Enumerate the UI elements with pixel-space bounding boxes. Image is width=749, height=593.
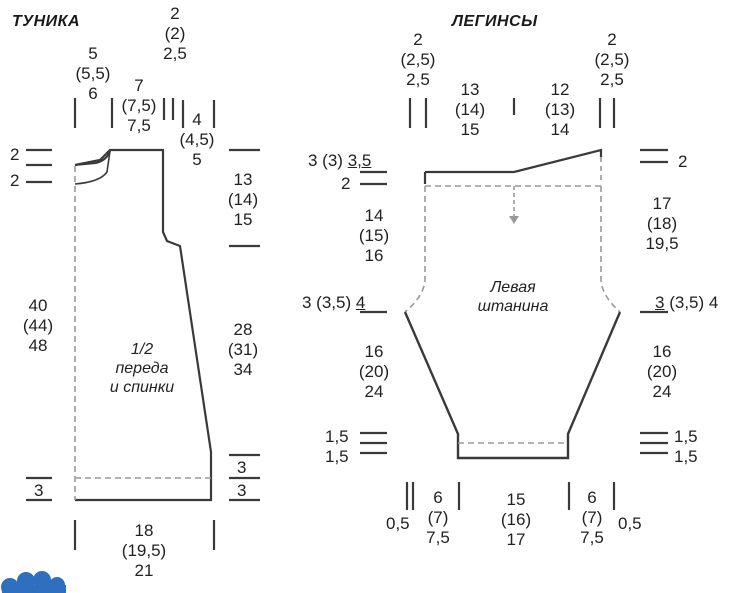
- tunic-neck-curve-back: [75, 151, 110, 184]
- leggings-rise-right: 17 (18) 19,5: [645, 194, 679, 253]
- leggings-crotch-left: 3 (3,5) 4: [302, 293, 366, 312]
- leggings-top-width-left: 13 (14) 15: [454, 80, 486, 139]
- leggings-waist-right: 2: [678, 152, 688, 171]
- leggings-cuff-right-2: 1,5: [674, 447, 698, 466]
- leggings-top-left-edge: 2 (2,5) 2,5: [400, 30, 436, 89]
- tunic-bottom-width: 18 (19,5) 21: [121, 521, 167, 580]
- tunic-total-length: 40 (44) 48: [22, 296, 54, 355]
- tunic-hem-right-1: 3: [237, 458, 247, 477]
- tunic-shoulder-drop: 2 (2) 2,5: [163, 4, 187, 63]
- leggings-bottom-left-width: 6 (7) 7,5: [426, 488, 450, 547]
- leggings-leg-outline: [405, 312, 620, 458]
- leggings-piece-label: Левая штанина: [477, 279, 549, 315]
- flower-logo-icon: [1, 571, 66, 593]
- tunic-neck-depth-1: 2: [10, 145, 20, 164]
- tunic-shoulder-width: 7 (7,5) 7,5: [121, 76, 157, 135]
- leggings-cuff-left-2: 1,5: [325, 447, 349, 466]
- leggings-bottom-right-width: 6 (7) 7,5: [580, 488, 604, 547]
- tunic-hem-left: 3: [34, 481, 44, 500]
- leggings-crotch-right: 3 (3,5) 4: [655, 293, 719, 312]
- leggings-leg-left: 16 (20) 24: [358, 342, 390, 401]
- leggings-left-rise: [405, 186, 425, 312]
- leggings-cuff-right-1: 1,5: [674, 427, 698, 446]
- leggings-top-right-edge: 2 (2,5) 2,5: [594, 30, 630, 89]
- tunic-armhole-height: 13 (14) 15: [227, 170, 259, 229]
- tunic-title: ТУНИКА: [12, 13, 81, 30]
- tunic-outline: [75, 150, 211, 500]
- leggings-waist-line: [425, 150, 601, 172]
- arrow-down-icon: [509, 216, 519, 224]
- tunic-hem-right-2: 3: [237, 481, 247, 500]
- leggings-right-rise: [601, 186, 620, 312]
- tunic-top-left-width: 5 (5,5) 6: [75, 44, 111, 103]
- leggings-rise-left: 14 (15) 16: [358, 206, 390, 265]
- tunic-drawing: [26, 98, 260, 550]
- leggings-leg-right: 16 (20) 24: [646, 342, 678, 401]
- leggings-top-width-right: 12 (13) 14: [544, 80, 576, 139]
- leggings-drawing: [360, 98, 668, 510]
- tunic-neck-depth-2: 2: [10, 171, 20, 190]
- leggings-title: ЛЕГИНСЫ: [452, 13, 538, 30]
- leggings-waist-left: 3 (3) 3,5: [308, 151, 372, 170]
- tunic-armhole-width: 4 (4,5) 5: [179, 110, 215, 169]
- tunic-side-length: 28 (31) 34: [227, 320, 259, 379]
- leggings-bottom-center-width: 15 (16) 17: [500, 490, 532, 549]
- tunic-piece-label: 1/2 переда и спинки: [109, 341, 175, 396]
- leggings-waist-left-2: 2: [341, 174, 351, 193]
- leggings-cuff-left-1: 1,5: [325, 427, 349, 446]
- leggings-bottom-left-edge: 0,5: [386, 514, 410, 533]
- leggings-bottom-right-edge: 0,5: [618, 514, 642, 533]
